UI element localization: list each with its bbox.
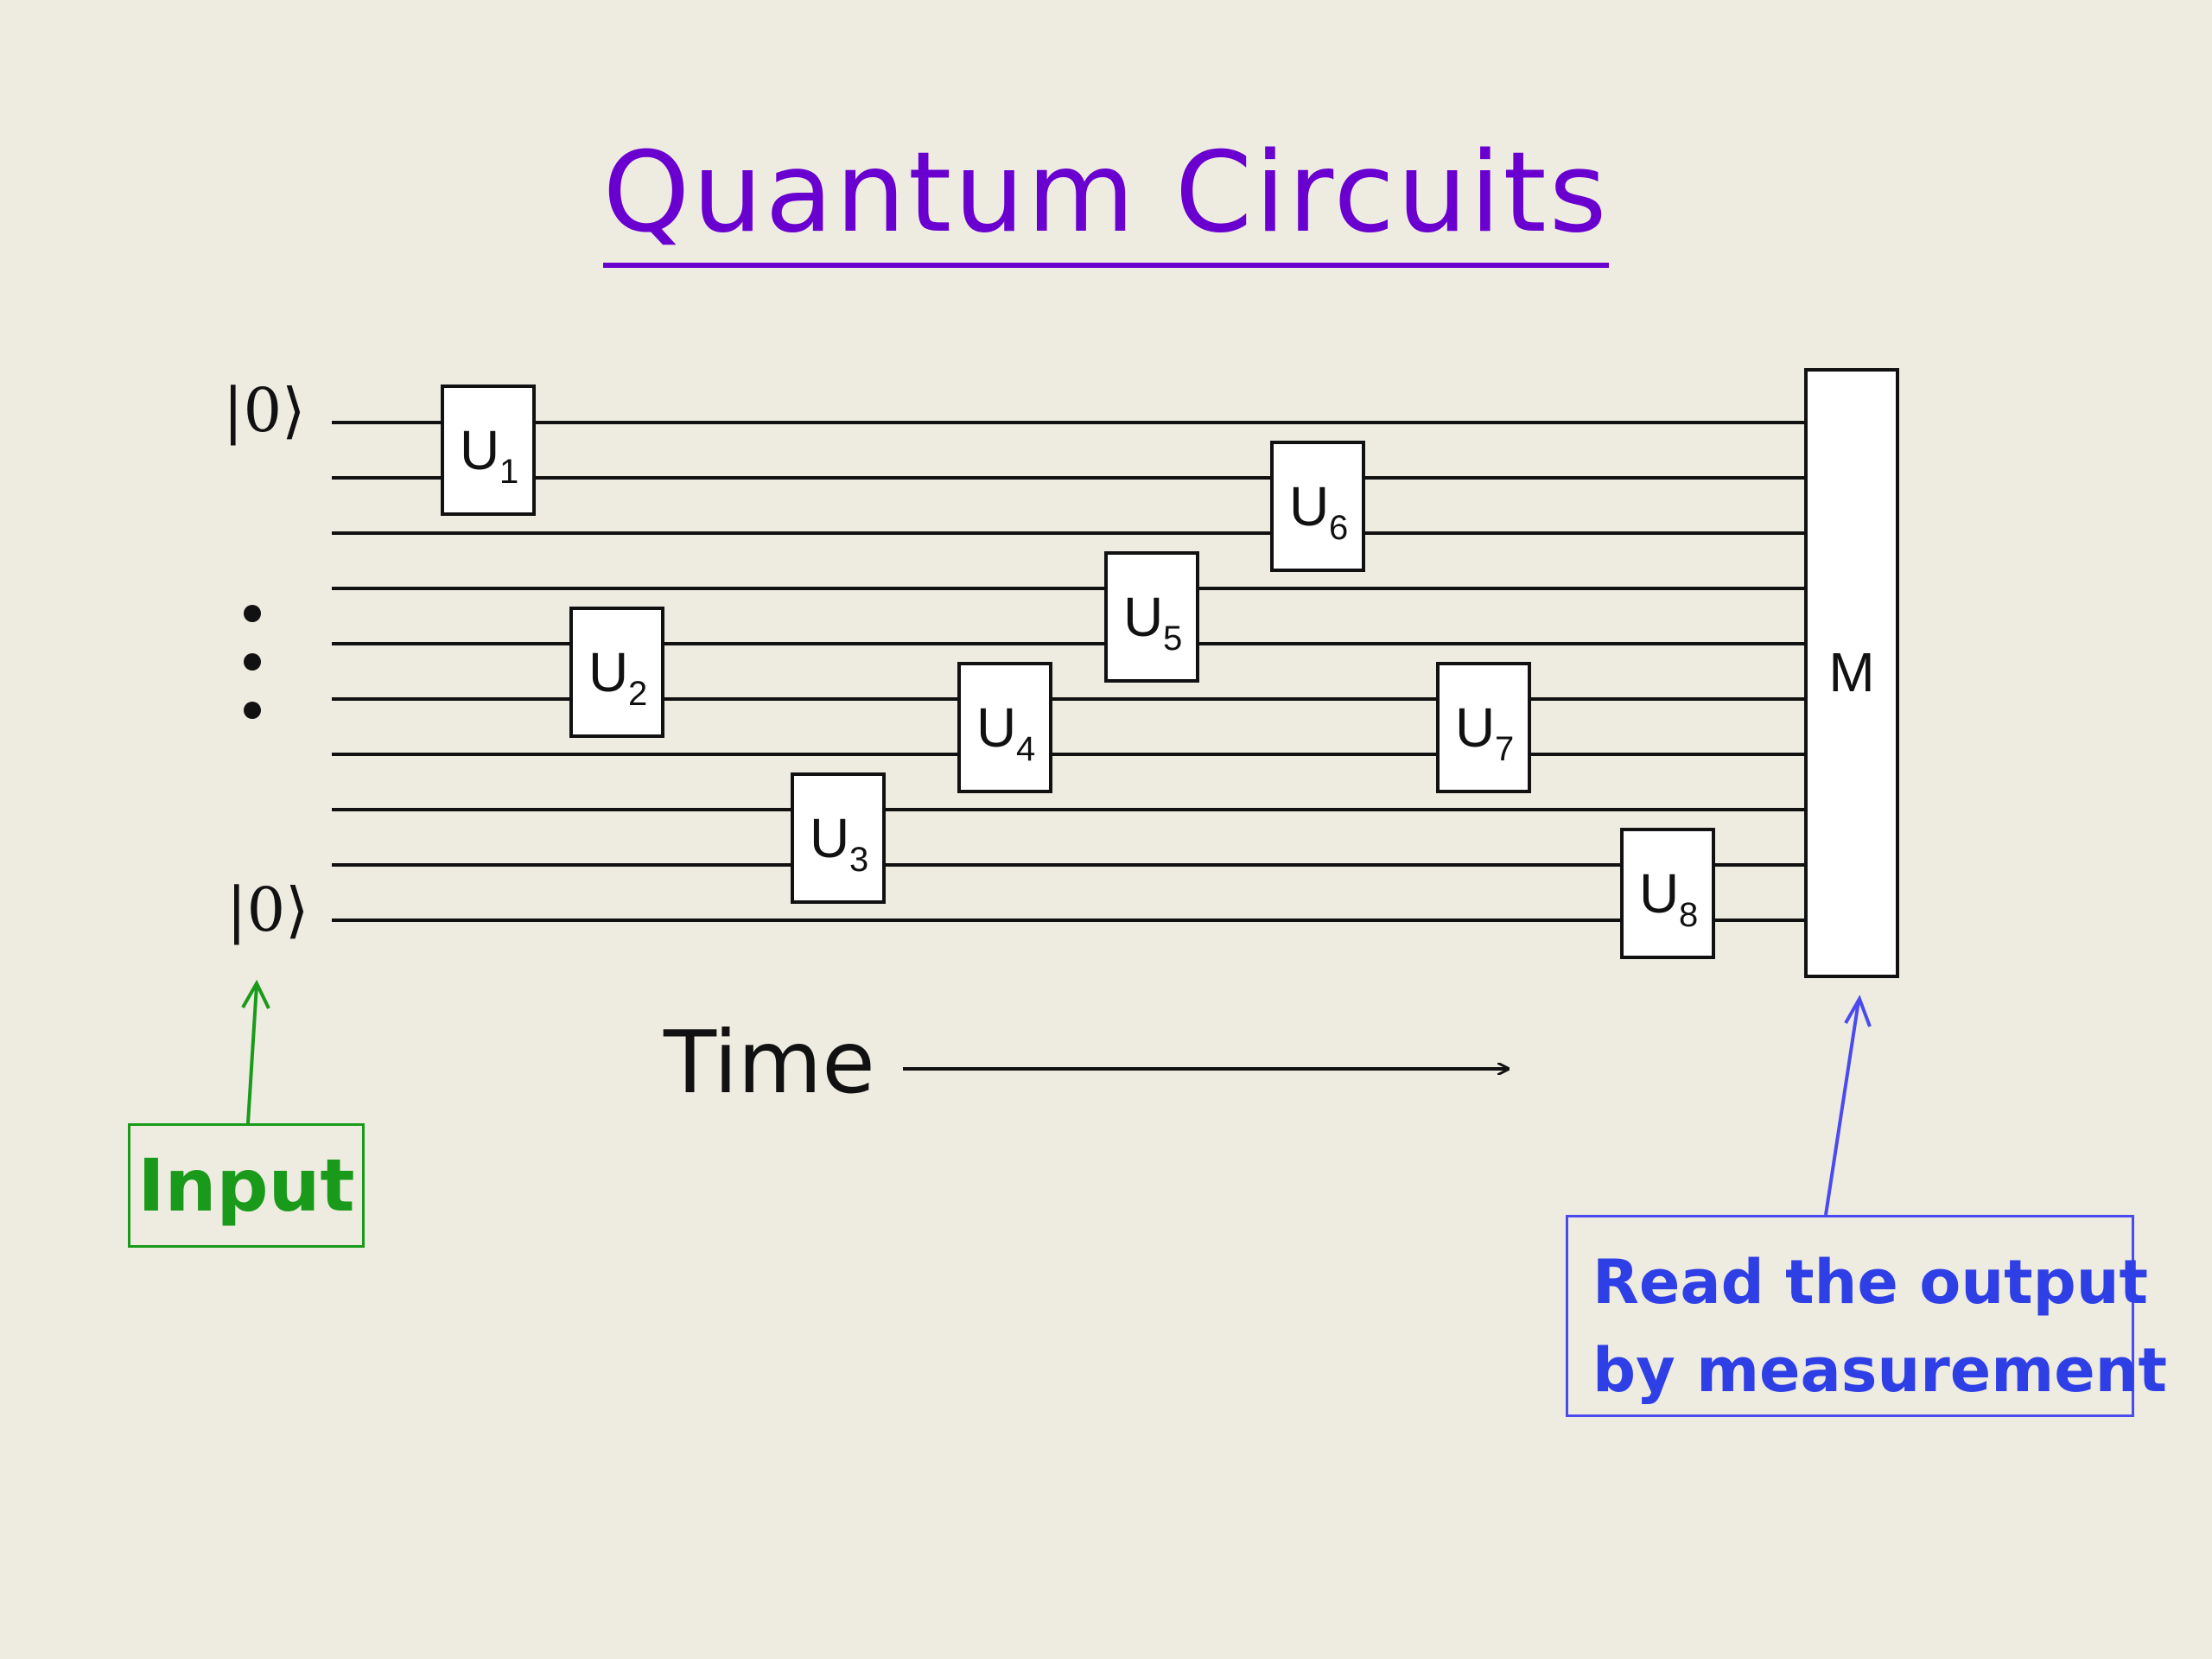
output-callout-line2: by measurement (1592, 1335, 2167, 1406)
slide-title: Quantum Circuits (0, 129, 2212, 268)
gate-subscript: 5 (1163, 620, 1182, 658)
gate-box (441, 385, 536, 516)
gate-box (1620, 828, 1715, 959)
gate-label: U (1455, 696, 1495, 759)
ellipsis-dots (244, 605, 261, 719)
gate-label: U (1289, 475, 1329, 537)
gate-label: U (976, 696, 1016, 759)
gate-label: U (810, 807, 849, 869)
output-callout-line1: Read the output (1592, 1247, 2149, 1318)
gate-subscript: 8 (1679, 896, 1698, 934)
gate-box (1104, 551, 1199, 683)
input-ket-bottom: |0⟩ (226, 874, 309, 945)
gate-box (791, 772, 886, 904)
output-callout: Read the output by measurement (1566, 1215, 2167, 1417)
input-callout: Input (128, 1123, 365, 1248)
ellipsis-dot (244, 653, 261, 671)
gate-label: U (1123, 586, 1163, 648)
gate-box (1270, 441, 1365, 572)
gate-box (569, 607, 664, 738)
slide-title-text: Quantum Circuits (602, 129, 1610, 268)
gate-subscript: 3 (849, 841, 868, 879)
time-label: Time (664, 1012, 875, 1113)
input-callout-text: Input (137, 1143, 355, 1228)
gate-subscript: 1 (499, 453, 518, 491)
gate-label: U (1639, 862, 1679, 925)
gate-subscript: 6 (1329, 509, 1348, 547)
measurement-block: M (1804, 368, 1899, 978)
gate-label: U (460, 419, 499, 481)
gate-subscript: 4 (1016, 730, 1035, 768)
output-arrow (1824, 995, 1872, 1216)
ellipsis-dot (244, 702, 261, 719)
input-ket-top: |0⟩ (223, 375, 306, 446)
input-arrow (241, 979, 270, 1124)
gate-box (957, 662, 1052, 793)
gate-subscript: 2 (628, 675, 647, 713)
ellipsis-dot (244, 605, 261, 622)
gate-box (1436, 662, 1531, 793)
gate-label: U (588, 641, 628, 703)
gate-subscript: 7 (1495, 730, 1514, 768)
qubit-wires (332, 421, 1806, 922)
measurement-label: M (1828, 641, 1874, 703)
